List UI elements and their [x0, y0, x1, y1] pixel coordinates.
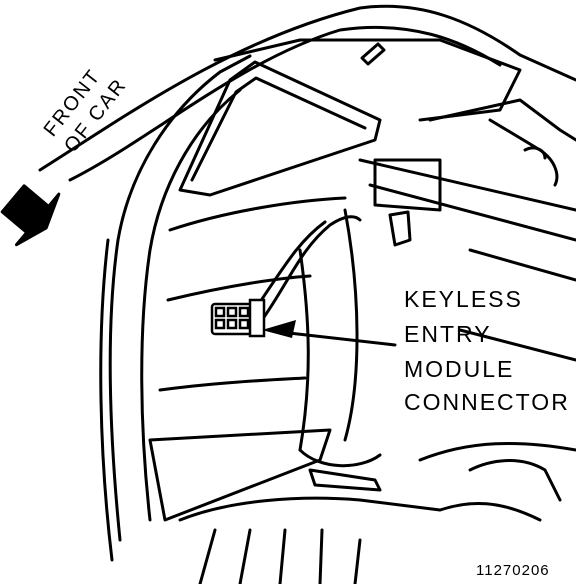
pillar-seatbelt-guide: [373, 158, 442, 212]
callout-line2: ENTRY: [404, 321, 492, 347]
headliner-edge: [213, 38, 522, 122]
quarter-window-inner: [190, 76, 367, 182]
trim-line-1: [168, 196, 347, 232]
floor-rib-5: [353, 538, 362, 584]
b-pillar-front: [298, 248, 310, 452]
floor-rib-3: [278, 528, 287, 584]
trim-line-2: [166, 274, 312, 302]
carpet-edge: [418, 441, 576, 462]
callout-line4: CONNECTOR: [404, 389, 570, 415]
pillar-edge: [99, 238, 114, 562]
door-frame-outer: [108, 54, 252, 542]
front-direction-arrow: [0, 184, 61, 247]
rear-seat-base: [438, 502, 542, 522]
floor-front-edge: [178, 496, 442, 522]
roof-rear-rail: [428, 98, 576, 142]
trim-panel-lower: [148, 428, 332, 522]
dome-light: [360, 42, 386, 66]
figure-number: 11270206: [476, 562, 550, 579]
wire-harness-2: [256, 220, 327, 307]
keyless-entry-connector: [210, 298, 266, 338]
rear-seat-side: [468, 459, 562, 502]
floor-rib-2: [238, 528, 252, 584]
sill-plate: [308, 468, 382, 492]
rear-panel-line-2: [458, 328, 576, 362]
callout-leader-line: [278, 330, 397, 347]
callout-line3: MODULE: [404, 356, 515, 382]
rear-hook: [523, 146, 547, 160]
wire-harness: [260, 215, 362, 322]
callout-line1: KEYLESS: [404, 286, 523, 312]
upper-trim: [358, 158, 576, 212]
seat-well: [298, 448, 382, 468]
rear-upper-panel: [488, 118, 559, 187]
roof-inner-line: [68, 25, 502, 182]
latch-bracket: [388, 210, 412, 247]
callout-arrowhead: [262, 320, 296, 338]
rear-panel-line: [468, 248, 576, 282]
trim-line-3: [158, 376, 307, 392]
upper-trim-2: [368, 183, 576, 242]
door-frame-inner: [140, 88, 242, 522]
b-pillar-rear: [343, 208, 359, 442]
quarter-window: [178, 60, 382, 197]
roof-outline: [38, 4, 576, 172]
floor-rib-1: [198, 528, 217, 584]
floor-rib-4: [318, 528, 324, 584]
